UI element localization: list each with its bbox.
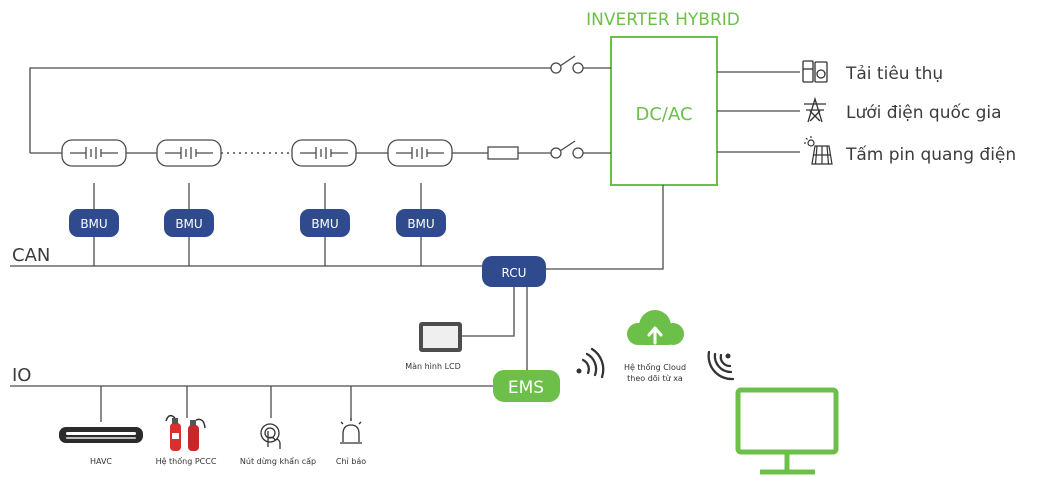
cloud-upload-icon xyxy=(627,310,684,345)
fire-extinguisher-icon xyxy=(165,414,206,451)
battery-module-1 xyxy=(61,139,127,167)
emergency-button-icon xyxy=(260,423,281,449)
wifi-signal-icon-right xyxy=(707,350,735,381)
appliance-icon xyxy=(802,60,828,83)
io-device-label-hvac: HAVC xyxy=(90,457,112,466)
cloud-label-line1: Hệ thống Cloud xyxy=(624,362,686,372)
indicator-light-icon xyxy=(340,418,362,444)
battery-module-2 xyxy=(156,139,222,167)
can-bus-label: CAN xyxy=(12,245,50,266)
rcu-to-lcd xyxy=(462,287,515,337)
inverter-dcac-label: DC/AC xyxy=(635,104,692,125)
hvac-unit-icon xyxy=(59,427,143,443)
inverter-box xyxy=(610,36,718,186)
io-device-label-indicator: Chỉ báo xyxy=(336,456,366,466)
output-label-solar: Tấm pin quang điện xyxy=(845,144,1016,165)
lcd-label: Màn hình LCD xyxy=(405,362,461,371)
ems-box xyxy=(493,370,560,402)
switch-bottom xyxy=(550,140,584,159)
rcu-to-inverter xyxy=(546,185,664,270)
bmu-3: BMU xyxy=(300,183,350,266)
switch-top xyxy=(550,55,584,74)
lcd-monitor-icon xyxy=(419,322,462,352)
solar-panel-icon xyxy=(804,136,833,165)
cloud-label-line2: theo dõi từ xa xyxy=(627,374,683,383)
bmu-1: BMU xyxy=(69,183,119,266)
io-bus-label: IO xyxy=(12,365,31,386)
battery-module-4 xyxy=(387,139,453,167)
output-label-load: Tải tiêu thụ xyxy=(845,64,943,84)
ems-label: EMS xyxy=(508,378,544,398)
inverter-title: INVERTER HYBRID xyxy=(586,10,740,30)
dc-line-top xyxy=(29,67,551,153)
io-device-label-estop: Nút dừng khẩn cấp xyxy=(240,456,316,466)
bmu-2-label: BMU xyxy=(175,217,202,231)
fuse xyxy=(487,146,519,160)
output-label-grid: Lưới điện quốc gia xyxy=(846,102,1002,123)
bmu-4-label: BMU xyxy=(407,217,434,231)
io-device-label-pccc: Hệ thống PCCC xyxy=(156,456,217,466)
bmu-4: BMU xyxy=(396,183,446,266)
bmu-1-label: BMU xyxy=(80,217,107,231)
rcu-box xyxy=(482,256,546,287)
wifi-signal-icon-left xyxy=(576,347,605,379)
bmu-3-label: BMU xyxy=(311,217,338,231)
bmu-2: BMU xyxy=(164,183,214,266)
battery-module-3 xyxy=(291,139,357,167)
remote-monitor-icon xyxy=(735,387,839,475)
rcu-label: RCU xyxy=(502,266,527,280)
power-tower-icon xyxy=(804,96,826,123)
